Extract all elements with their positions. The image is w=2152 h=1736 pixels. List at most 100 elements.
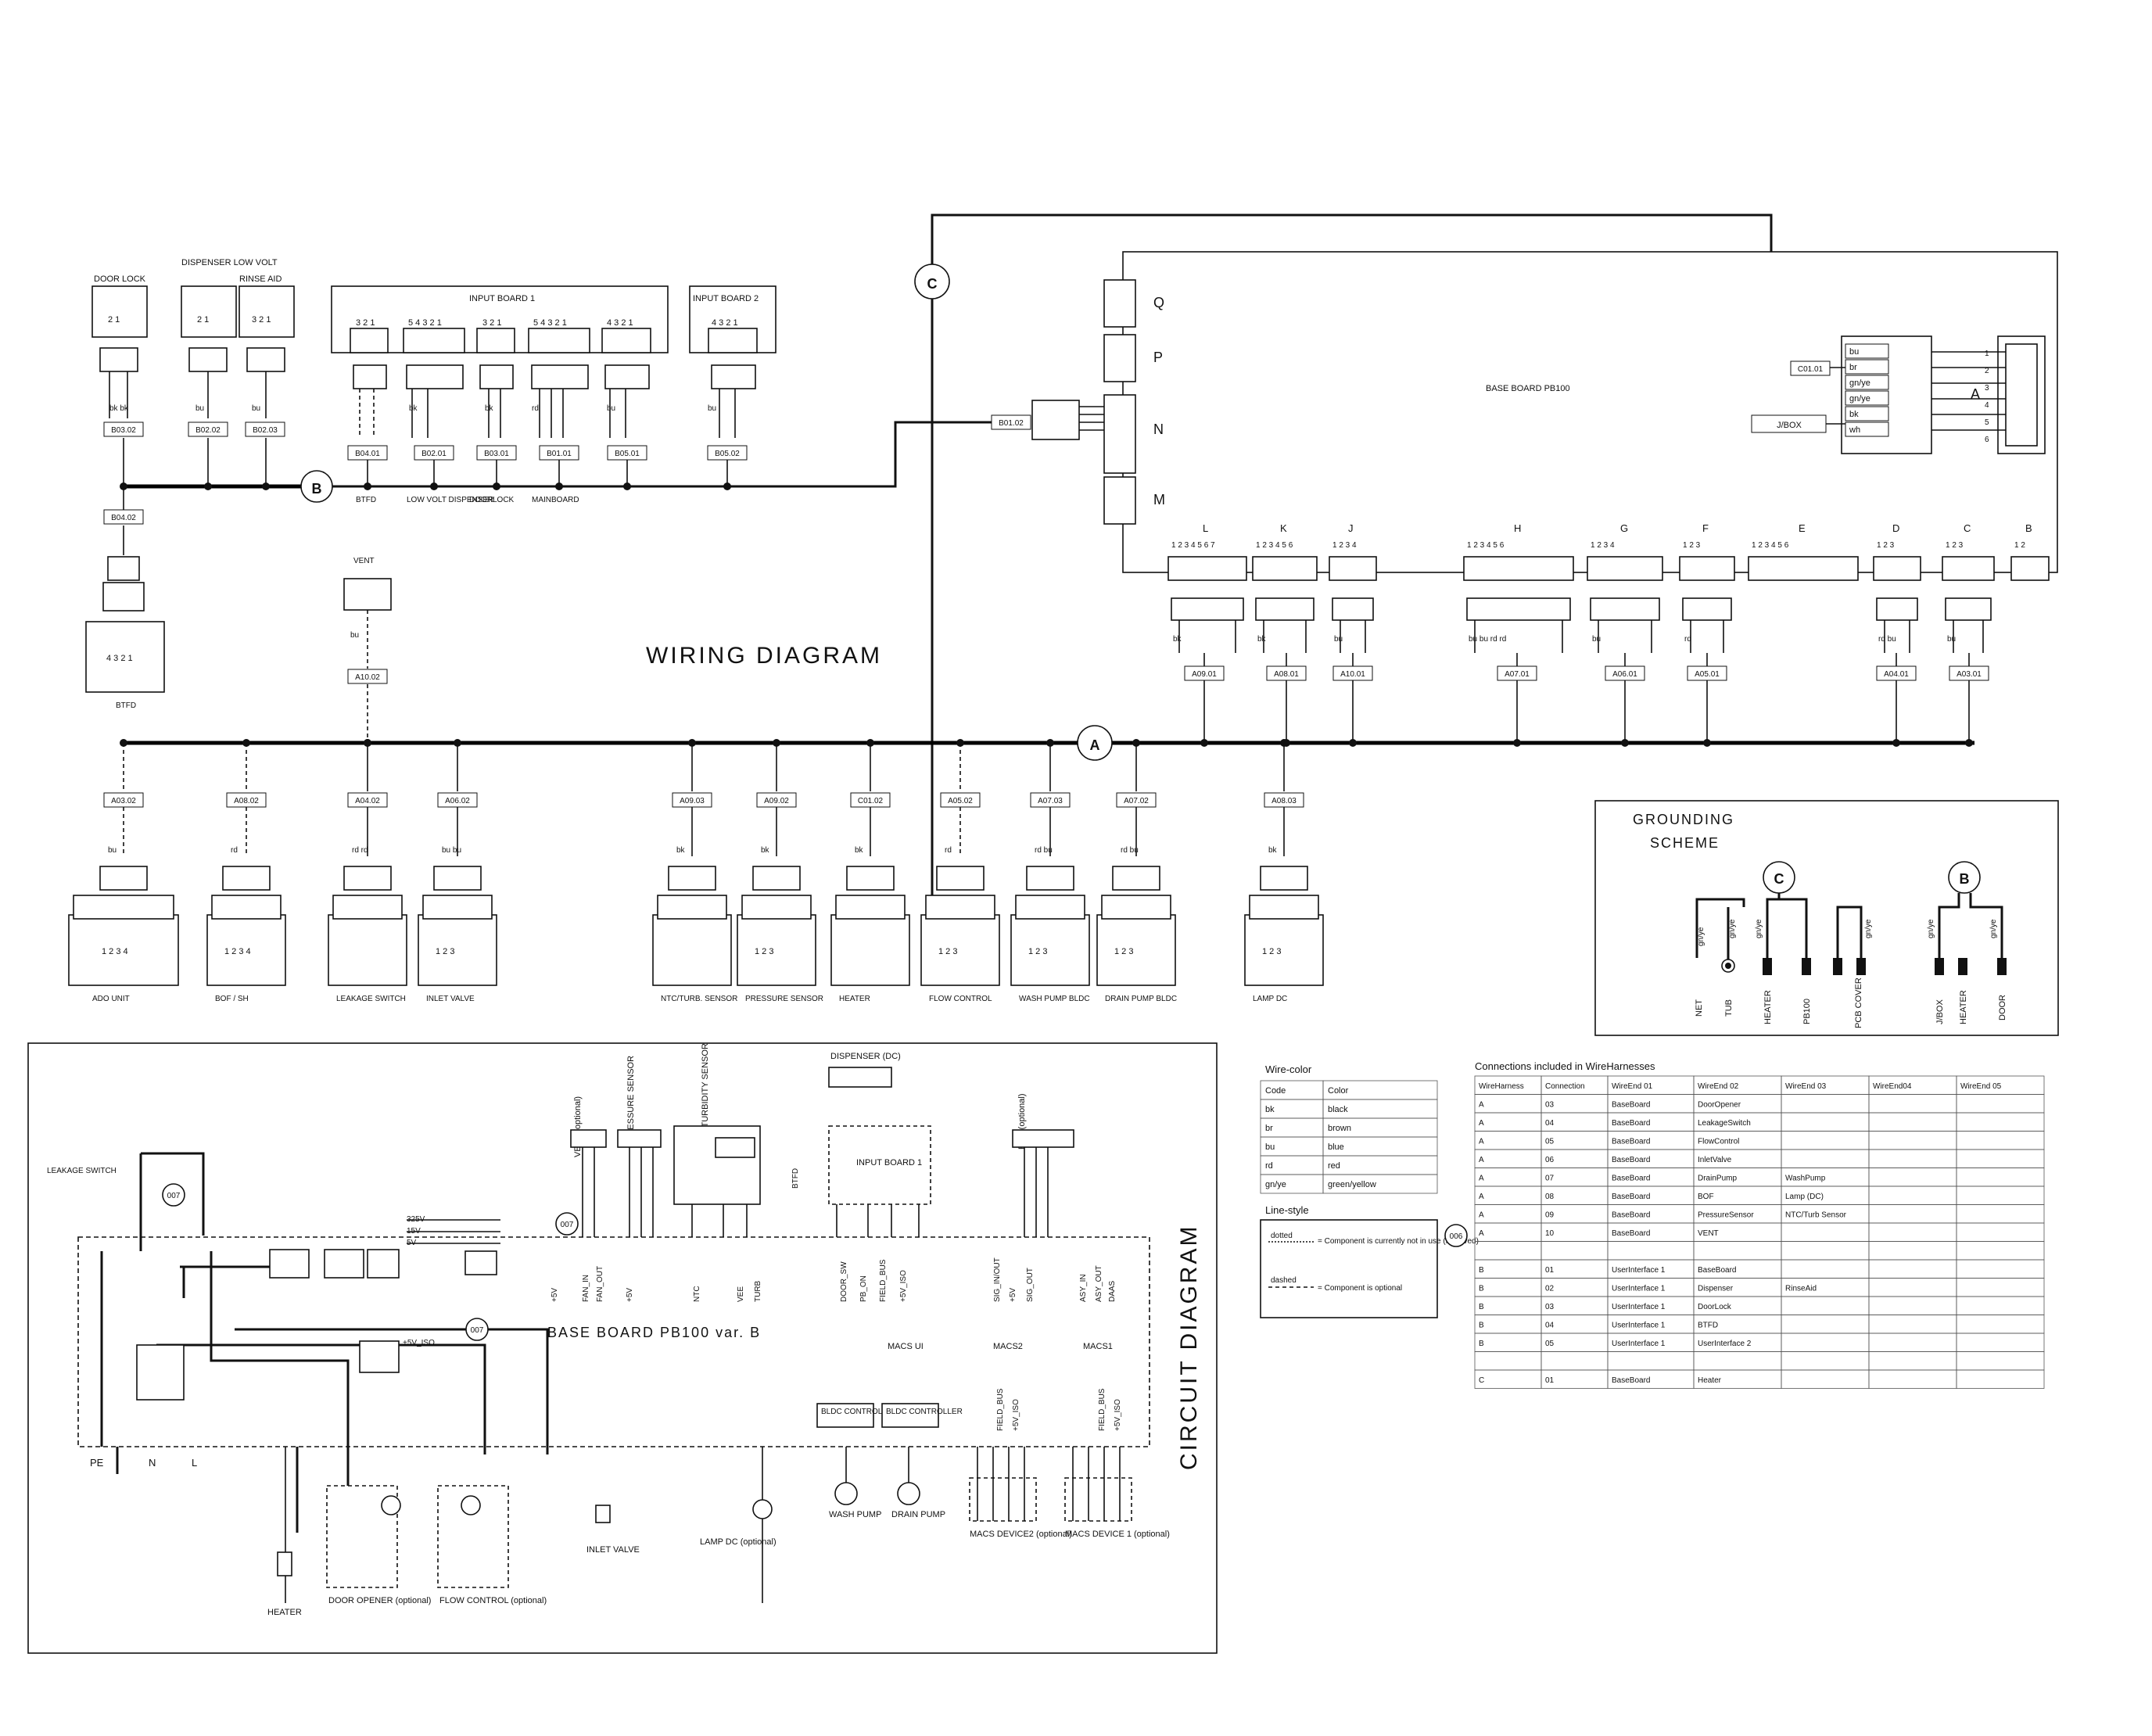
conn-value: Dispenser <box>1698 1285 1734 1293</box>
conn-value: BaseBoard <box>1612 1175 1650 1183</box>
lc-head-0 <box>73 895 174 920</box>
harness-pins-g: 1 2 3 4 <box>1591 541 1615 550</box>
lc-wire-4: bk <box>676 846 686 855</box>
lc-wire-9: rd bu <box>1121 846 1139 855</box>
harness-pins-f: 1 2 3 <box>1683 541 1701 550</box>
lc-code-box-10 <box>1264 792 1304 808</box>
ib1-g4-pins: 5 4 3 2 1 <box>533 318 567 328</box>
line-style-dotted: dotted <box>1271 1232 1293 1240</box>
harness-plug-j <box>1332 597 1374 621</box>
signal-label-11: SIG_IN/OUT <box>993 1257 1002 1302</box>
conn-cell <box>1781 1332 1870 1352</box>
lc-code-0: A03.02 <box>111 797 136 805</box>
conn-cell <box>1693 1351 1782 1371</box>
a-wire-2: br <box>1849 363 1857 372</box>
conn-value: 01 <box>1545 1376 1555 1385</box>
lc-head-1 <box>211 895 282 920</box>
door-lock-title: DOOR LOCK <box>94 274 146 284</box>
conn-value: B <box>1479 1266 1484 1275</box>
supply-15v: 15V <box>407 1227 421 1236</box>
lc-junction-2 <box>364 739 371 747</box>
conn-cell <box>1868 1204 1957 1224</box>
harness-pins-b: 1 2 <box>2014 541 2025 550</box>
lc-plug-8 <box>1026 866 1074 891</box>
macs-2: MACS2 <box>993 1342 1023 1351</box>
vent-code: A10.02 <box>355 673 380 682</box>
conn-cell <box>1868 1112 1957 1132</box>
harness-code-d: A04.01 <box>1884 670 1909 679</box>
harness-junction-l <box>1200 739 1208 747</box>
conn-cell <box>1868 1315 1957 1334</box>
gw-4: gn/ye <box>1864 919 1873 938</box>
gw-3: gn/ye <box>1755 919 1763 938</box>
harness-wirecolor-l: bk <box>1173 635 1182 644</box>
lc-caption-4: NTC/TURB. SENSOR <box>661 995 737 1003</box>
a-pin-6: 6 <box>1985 436 1989 444</box>
harness-socket-d <box>1873 556 1921 581</box>
conn-header: WireEnd 05 <box>1960 1082 2002 1091</box>
conn-value: 04 <box>1545 1119 1555 1128</box>
lc-pins-7: 1 2 3 <box>938 947 957 956</box>
ib1-g4-code: B01.01 <box>547 450 572 458</box>
harness-letter-j: J <box>1348 522 1354 534</box>
wc-value: black <box>1328 1105 1348 1114</box>
conn-cell <box>1474 1241 1542 1261</box>
conn-cell <box>1956 1167 2045 1187</box>
conn-cell <box>1956 1259 2045 1279</box>
harness-wirecolor-d: rd bu <box>1878 635 1896 644</box>
lc-body-0 <box>68 914 179 986</box>
signal-label-16: DAAS <box>1108 1280 1117 1302</box>
cb-door-opener: DOOR OPENER (optional) <box>328 1596 431 1605</box>
ib1-g2-wire: bk <box>409 404 418 413</box>
pin-n: N <box>149 1457 156 1469</box>
conn-cell <box>1956 1369 2045 1389</box>
lc-code-box-8 <box>1030 792 1071 808</box>
lc-pins-1: 1 2 3 4 <box>224 947 251 956</box>
conn-cell <box>1868 1149 1957 1168</box>
node-a-label: A <box>1090 737 1100 753</box>
conn-cell <box>1868 1185 1957 1205</box>
lc-body-7 <box>920 914 1000 986</box>
conn-cell <box>1781 1351 1870 1371</box>
harness-wire-f <box>1690 620 1724 653</box>
cb-inlet-valve: INLET VALVE <box>586 1545 640 1555</box>
harness-plug-k <box>1255 597 1315 621</box>
a-pin-2: 2 <box>1985 367 1989 375</box>
conn-value: B <box>1479 1303 1484 1311</box>
lc-wire-10: bk <box>1268 846 1278 855</box>
line-style-title: Line-style <box>1265 1204 1309 1216</box>
signal-label-12: +5V <box>1009 1288 1017 1302</box>
conn-cell <box>1607 1351 1695 1371</box>
conn-cell <box>1540 1351 1609 1371</box>
a-wire-4: gn/ye <box>1849 394 1870 404</box>
conn-cell <box>1474 1278 1542 1297</box>
vent-wire: bu <box>350 631 359 640</box>
harness-wirecolor-g: bu <box>1592 635 1601 644</box>
lc-code-6: C01.02 <box>858 797 884 805</box>
btfd-pins: 4 3 2 1 <box>106 654 133 663</box>
leakage-switch-label: LEAKAGE SWITCH <box>47 1167 117 1175</box>
conn-cell <box>1868 1222 1957 1242</box>
lc-plug-9 <box>1112 866 1160 891</box>
harness-letter-d: D <box>1892 522 1899 534</box>
conn-header: WireEnd 01 <box>1612 1082 1653 1091</box>
ib1-g2-caption: LOW VOLT DISPENSER <box>407 496 493 504</box>
base-board-label: BASE BOARD PB100 <box>1486 384 1570 393</box>
wiring-diagram: B C A WIRING DIAGRAM BASE BOARD PB100 Q … <box>68 213 2058 1003</box>
grounding-title-2: SCHEME <box>1650 835 1720 851</box>
gl-heater: HEATER <box>1763 990 1773 1024</box>
conn-value: UserInterface 2 <box>1698 1340 1752 1348</box>
signal-label-9: FIELD_BUS <box>879 1259 888 1302</box>
lc-caption-0: ADO UNIT <box>92 995 130 1003</box>
conn-cell <box>1781 1222 1870 1242</box>
lc-head-3 <box>422 895 493 920</box>
conn-value: 06 <box>1545 1156 1555 1164</box>
harness-wire-j <box>1340 620 1366 653</box>
lc-plug-1 <box>222 866 271 891</box>
ref-007-c: 007 <box>561 1221 574 1229</box>
gw-5: gn/ye <box>1927 919 1935 938</box>
lc-body-5 <box>737 914 816 986</box>
conn-cell <box>1956 1112 2045 1132</box>
conn-value: UserInterface 1 <box>1612 1340 1666 1348</box>
conn-a-letter: A <box>1971 386 1980 402</box>
